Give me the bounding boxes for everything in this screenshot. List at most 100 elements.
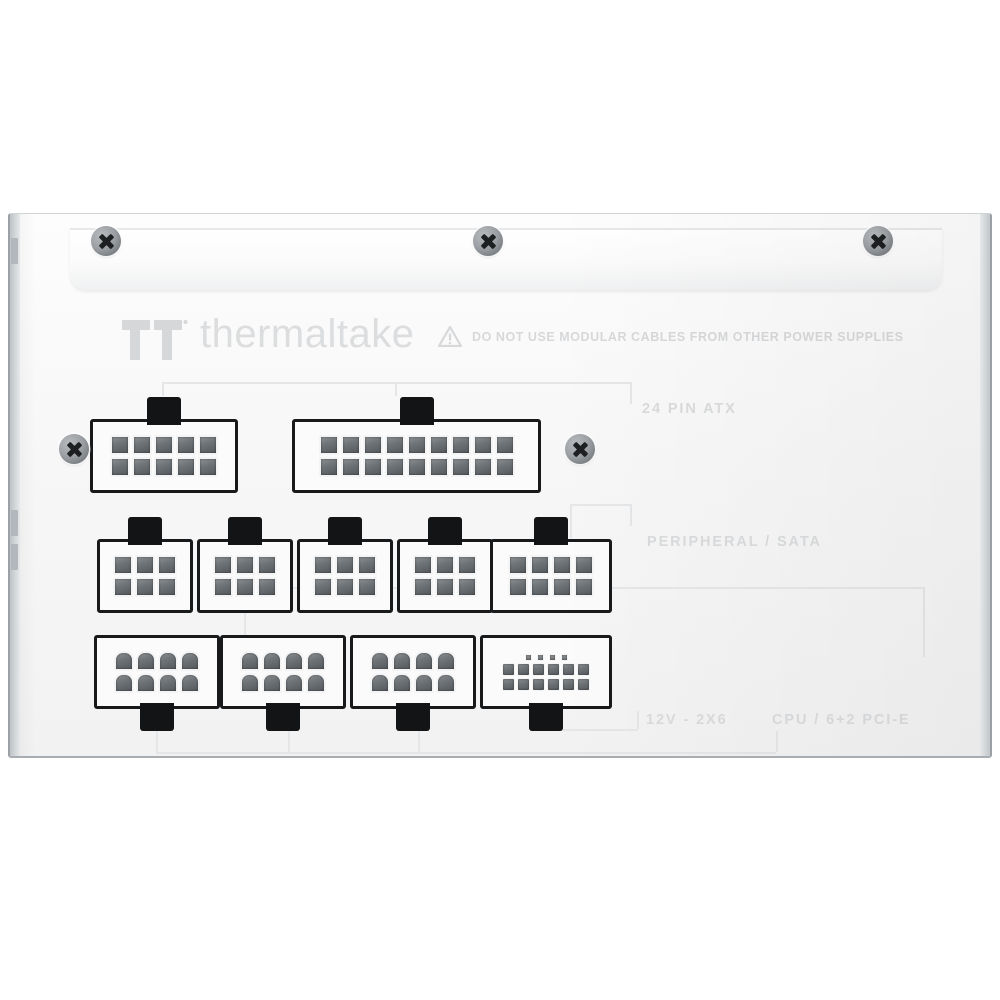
- connector-pin: [547, 662, 560, 676]
- connector-pin: [198, 457, 218, 477]
- sideband-pin: [560, 653, 568, 661]
- peripheral-sata-connector-5-latch-tab[interactable]: [534, 517, 568, 545]
- connector-pin: [306, 651, 326, 671]
- guide-peripheral-right-drop: [923, 587, 925, 657]
- connector-pin: [494, 457, 515, 477]
- warning-text: DO NOT USE MODULAR CABLES FROM OTHER POW…: [472, 329, 904, 344]
- peripheral-sata-connector-5[interactable]: [490, 539, 612, 613]
- pin-row: [96, 457, 232, 477]
- connector-pin: [132, 457, 152, 477]
- bracket-screw-left: [91, 226, 121, 256]
- peripheral-sata-connector-1-latch-tab[interactable]: [128, 517, 162, 545]
- connector-pin: [132, 435, 152, 455]
- connector-pin: [113, 577, 133, 597]
- pin-row: [226, 651, 340, 671]
- connector-pin: [436, 673, 456, 693]
- connector-pin: [157, 555, 177, 575]
- connector-pin: [552, 577, 572, 597]
- connector-pin: [406, 457, 427, 477]
- cpu-pcie-connector-3-latch-tab[interactable]: [396, 703, 430, 731]
- connector-pin: [436, 651, 456, 671]
- connector-pin: [392, 673, 412, 693]
- brand-name: thermaltake: [200, 312, 415, 356]
- connector-pin: [530, 555, 550, 575]
- connector-pin: [313, 555, 333, 575]
- atx-connector-10pin[interactable]: [90, 419, 238, 493]
- label-cpu-pcie: CPU / 6+2 PCI-E: [772, 712, 911, 728]
- connector-pin: [428, 435, 449, 455]
- connector-pin: [562, 677, 575, 691]
- connector-pin: [414, 673, 434, 693]
- connector-pin: [110, 435, 130, 455]
- peripheral-sata-connector-4-latch-tab[interactable]: [428, 517, 462, 545]
- connector-pin: [198, 435, 218, 455]
- connector-pin: [335, 555, 355, 575]
- connector-pin: [472, 457, 493, 477]
- connector-pin: [318, 435, 339, 455]
- guide-cpu-tick-1: [156, 710, 158, 752]
- guide-peripheral-top: [570, 504, 632, 506]
- connector-pin: [435, 555, 455, 575]
- connector-pin: [357, 555, 377, 575]
- connector-pin: [136, 673, 156, 693]
- connector-pin: [530, 577, 550, 597]
- pin-row: [303, 555, 387, 575]
- cpu-pcie-connector-3[interactable]: [350, 635, 476, 709]
- guide-cpu-tick-3: [418, 710, 420, 752]
- connector-pin: [154, 435, 174, 455]
- connector-pin: [502, 677, 515, 691]
- cpu-pcie-connector-2-latch-tab[interactable]: [266, 703, 300, 731]
- peripheral-sata-connector-3-latch-tab[interactable]: [328, 517, 362, 545]
- sideband-pin: [548, 653, 556, 661]
- cpu-pcie-connector-2[interactable]: [220, 635, 346, 709]
- connector-pin: [340, 435, 361, 455]
- connector-pin: [340, 457, 361, 477]
- modular-psu-panel: thermaltake DO NOT USE MODULAR CABLES FR…: [8, 213, 992, 758]
- pcie-12v-2x6-connector[interactable]: [480, 635, 612, 709]
- guide-peripheral-tick: [630, 504, 632, 526]
- connector-pin: [180, 651, 200, 671]
- atx-connector-14pin-latch-tab[interactable]: [399, 397, 434, 425]
- guide-atx-top: [162, 382, 632, 384]
- tt-logo-icon: [122, 320, 188, 360]
- atx-connector-10pin-latch-tab[interactable]: [147, 397, 181, 425]
- connector-pin: [357, 577, 377, 597]
- guide-atx-tick-mid: [395, 382, 397, 396]
- connector-pin: [362, 435, 383, 455]
- chassis-left-rail: [10, 214, 20, 756]
- cpu-pcie-connector-1[interactable]: [94, 635, 220, 709]
- connector-pin: [240, 651, 260, 671]
- peripheral-sata-connector-2-latch-tab[interactable]: [228, 517, 262, 545]
- atx-connector-14pin[interactable]: [292, 419, 541, 493]
- pin-row: [496, 555, 606, 575]
- connector-pin: [384, 457, 405, 477]
- peripheral-sata-connector-4[interactable]: [397, 539, 493, 613]
- connector-pin: [406, 435, 427, 455]
- peripheral-sata-connector-3[interactable]: [297, 539, 393, 613]
- pin-row: [203, 577, 287, 597]
- pin-row: [100, 673, 214, 693]
- panel-screw-left: [59, 434, 89, 464]
- pcie-12v-2x6-connector-sideband-pins: [486, 653, 606, 661]
- pcie-12v-2x6-connector-latch-tab[interactable]: [529, 703, 563, 731]
- connector-pin: [370, 651, 390, 671]
- connector-pin: [257, 577, 277, 597]
- bracket-screw-right: [863, 226, 893, 256]
- cpu-pcie-connector-1-latch-tab[interactable]: [140, 703, 174, 731]
- peripheral-sata-connector-1[interactable]: [97, 539, 193, 613]
- left-rail-notch-bottom: [11, 544, 18, 570]
- sideband-pin: [524, 653, 532, 661]
- connector-pin: [136, 651, 156, 671]
- left-rail-notch-mid: [11, 510, 18, 536]
- connector-pin: [517, 677, 530, 691]
- pin-row: [203, 555, 287, 575]
- connector-pin: [114, 651, 134, 671]
- guide-cpu-bottom: [156, 752, 776, 754]
- connector-pin: [110, 457, 130, 477]
- peripheral-sata-connector-2[interactable]: [197, 539, 293, 613]
- connector-pin: [113, 555, 133, 575]
- connector-pin: [257, 555, 277, 575]
- connector-pin: [502, 662, 515, 676]
- connector-pin: [457, 555, 477, 575]
